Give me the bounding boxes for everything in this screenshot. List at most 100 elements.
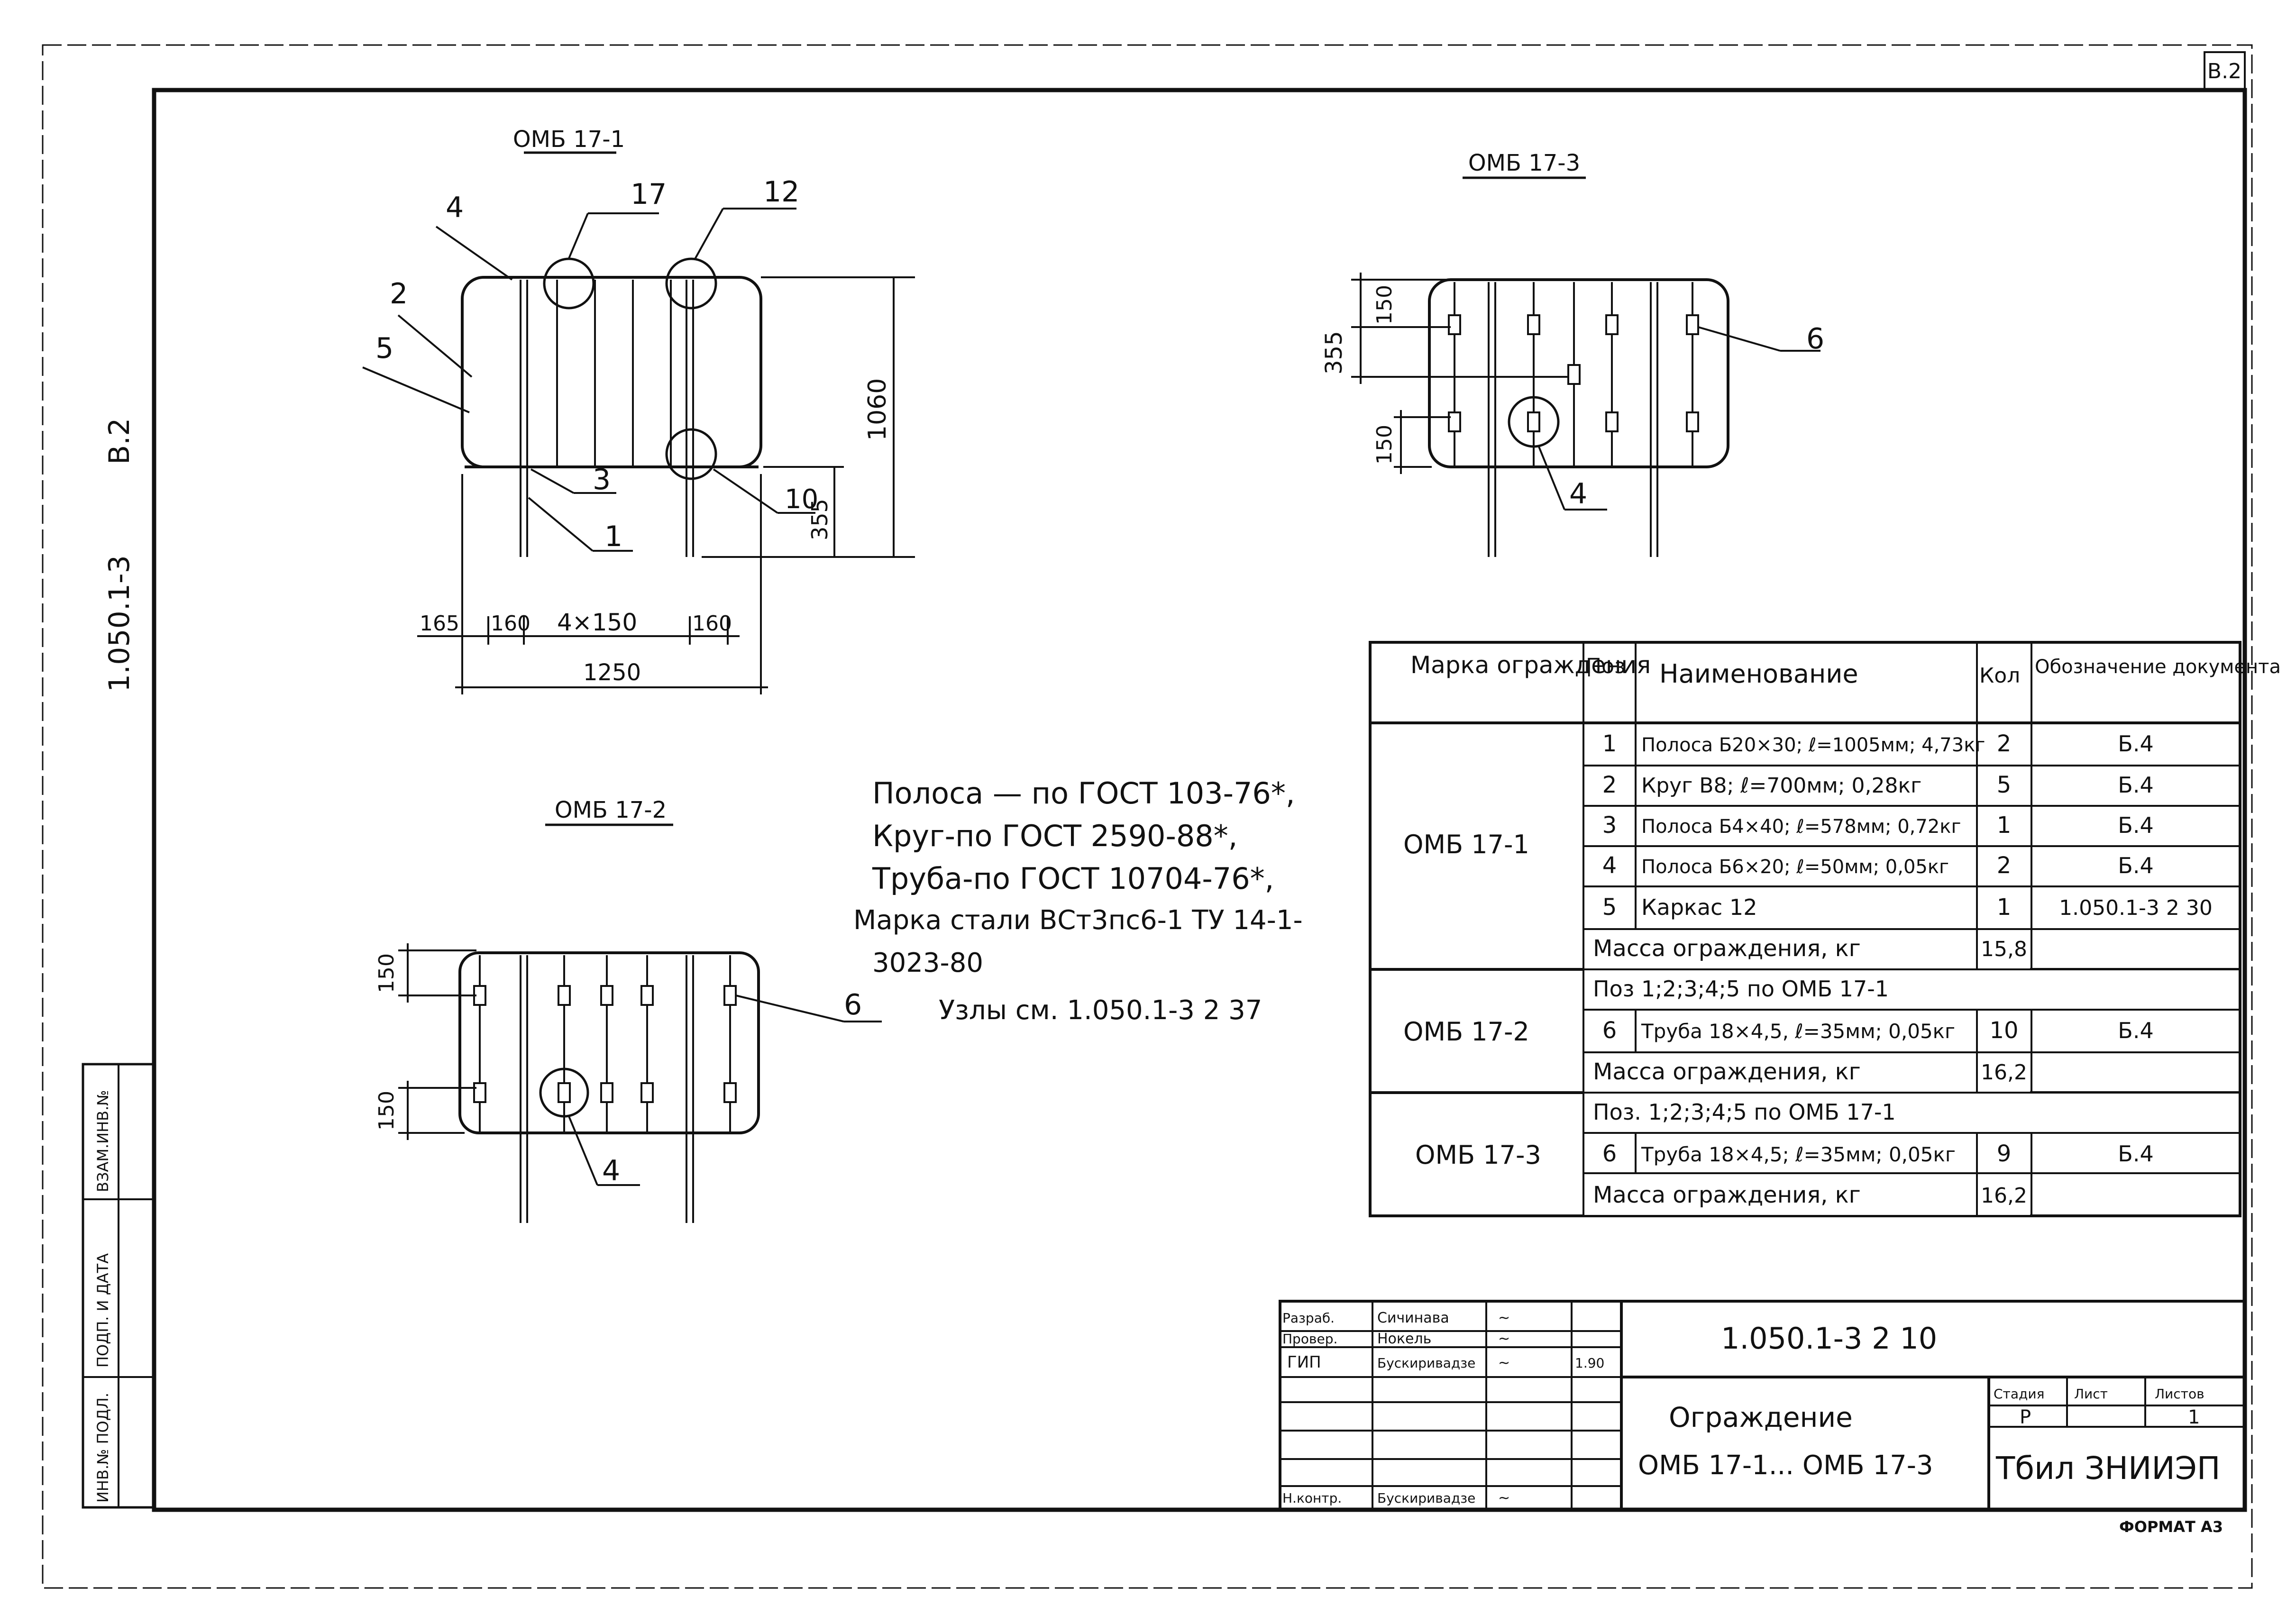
view1-dim-160b: 160 <box>692 611 732 636</box>
tb-name: Бускиривадзе <box>1377 1490 1475 1506</box>
table-header-qty: Кол <box>1979 664 2020 688</box>
table-header-doc: Обозначение документа <box>2035 656 2281 678</box>
table-row-qty: 9 <box>1997 1140 2012 1167</box>
side-stamp-sign-date: ПОДП. И ДАТА <box>94 1253 112 1368</box>
view1-title: ОМБ 17-1 <box>513 126 625 153</box>
view1-dim-165: 165 <box>420 611 459 636</box>
table-row-qty: 5 <box>1997 772 2012 798</box>
view-omb-17-2: ОМБ 17-2 <box>375 797 882 1223</box>
view1-pos-10: 10 <box>785 484 818 515</box>
tb-role: Н.контр. <box>1282 1490 1342 1506</box>
table-row-doc: Б.4 <box>2118 1141 2153 1167</box>
table-mark-omb17-3: ОМБ 17-3 <box>1415 1140 1541 1170</box>
tb-sheets-header: Листов <box>2155 1386 2205 1402</box>
table-header-name: Наименование <box>1659 659 1858 689</box>
tb-sign: ~ <box>1498 1490 1510 1506</box>
view1-dim-160a: 160 <box>491 611 531 636</box>
view3-pos-4: 4 <box>1569 477 1587 511</box>
table-row-qty: 10 <box>1989 1017 2018 1044</box>
note-line-5: 3023-80 <box>872 948 983 978</box>
table-row-qty: 2 <box>1997 852 2012 879</box>
tb-date: 1.90 <box>1575 1355 1604 1371</box>
view1-pos-12: 12 <box>763 175 799 209</box>
view1-pos-4: 4 <box>446 191 464 224</box>
view3-pos-6: 6 <box>1806 322 1824 356</box>
table-mass-label: Масса ограждения, кг <box>1593 935 1861 962</box>
specification-table: Марка ограждения Поз Наименование Кол Об… <box>1369 641 2281 1217</box>
tb-format: ФОРМАТ А3 <box>2119 1518 2223 1536</box>
tb-organization: Тбил ЗНИИЭП <box>1995 1450 2220 1487</box>
table-row-name: Труба 18×4,5; ℓ=35мм; 0,05кг <box>1641 1143 1956 1166</box>
table-row-name: Полоса Б20×30; ℓ=1005мм; 4,73кг <box>1641 734 1985 756</box>
tb-stage-value: Р <box>2020 1406 2031 1428</box>
material-notes: Полоса — по ГОСТ 103-76*, Круг-по ГОСТ 2… <box>853 776 1303 1026</box>
table-row-pos: 6 <box>1602 1140 1617 1167</box>
view2-panel-outline <box>458 951 760 1134</box>
side-corner-mark: В.2 <box>103 418 136 465</box>
table-row-name: Круг В8; ℓ=700мм; 0,28кг <box>1641 774 1921 798</box>
view3-node-4-circle <box>1508 396 1560 448</box>
note-line-1: Полоса — по ГОСТ 103-76*, <box>872 776 1295 811</box>
tb-name: Нокель <box>1377 1331 1431 1347</box>
table-row-doc: Б.4 <box>2118 731 2153 757</box>
view3-panel-outline <box>1428 278 1729 468</box>
side-document-code: 1.050.1-3 <box>103 555 136 692</box>
view3-dim-150-bottom: 150 <box>1372 425 1397 465</box>
table-row-pos: 2 <box>1602 772 1617 798</box>
note-line-4: Марка стали ВСт3пс6-1 ТУ 14-1- <box>853 905 1303 936</box>
view-omb-17-3: ОМБ 17-3 <box>1321 150 1824 557</box>
table-mark-omb17-2: ОМБ 17-2 <box>1403 1017 1529 1047</box>
note-line-2: Круг-по ГОСТ 2590-88*, <box>872 819 1237 853</box>
table-row-name: Каркас 12 <box>1641 894 1757 920</box>
table-mass-value: 16,2 <box>1981 1184 2027 1208</box>
table-row-doc: Б.4 <box>2118 812 2153 838</box>
table-ref-row: Поз 1;2;3;4;5 по ОМБ 17-1 <box>1593 976 1889 1002</box>
tb-sign: ~ <box>1498 1331 1510 1347</box>
view1-pos-3: 3 <box>593 463 611 496</box>
tb-role: Провер. <box>1282 1331 1337 1347</box>
table-row-pos: 5 <box>1602 894 1617 921</box>
tb-title-line-2: ОМБ 17-1... ОМБ 17-3 <box>1638 1450 1933 1481</box>
view2-node-4-circle <box>539 1067 589 1118</box>
view1-node-17-circle <box>543 257 595 310</box>
corner-mark: В.2 <box>2207 59 2241 83</box>
note-line-6: Узлы см. 1.050.1-3 2 37 <box>939 995 1262 1026</box>
tb-role: Разраб. <box>1282 1310 1335 1326</box>
table-mass-value: 16,2 <box>1981 1060 2027 1085</box>
tb-name: Бускиривадзе <box>1377 1355 1475 1371</box>
side-stamp-inv-no: ИНВ.№ ПОДЛ. <box>94 1393 112 1503</box>
table-row-name: Труба 18×4,5, ℓ=35мм; 0,05кг <box>1641 1020 1955 1043</box>
tb-name: Сичинава <box>1377 1310 1449 1326</box>
tb-sheets-value: 1 <box>2188 1406 2200 1428</box>
view2-dim-bottom: 150 <box>375 1091 399 1131</box>
view1-pos-17: 17 <box>631 178 667 211</box>
sheet-trim <box>42 44 2253 1589</box>
view1-dim-drop: 355 <box>807 499 832 540</box>
tb-sheet-header: Лист <box>2074 1386 2108 1402</box>
view2-pos-4: 4 <box>602 1154 620 1187</box>
view2-title: ОМБ 17-2 <box>555 797 667 823</box>
view1-pos-2: 2 <box>390 277 408 310</box>
tb-role: ГИП <box>1287 1353 1321 1372</box>
tb-title-line-1: Ограждение <box>1669 1401 1853 1433</box>
view1-node-10-circle <box>665 428 717 480</box>
title-block: Разраб. Сичинава ~ Провер. Нокель ~ ГИП … <box>1279 1300 2246 1536</box>
table-mass-value: 15,8 <box>1981 937 2027 961</box>
sheet-corner-box <box>2204 51 2246 91</box>
view3-dim-150-top: 150 <box>1372 285 1397 325</box>
view2-pos-6: 6 <box>844 988 862 1022</box>
table-row-doc: Б.4 <box>2118 772 2153 798</box>
view2-dim-top: 150 <box>375 953 399 993</box>
table-mass-label: Масса ограждения, кг <box>1593 1182 1861 1208</box>
table-row-doc: 1.050.1-3 2 30 <box>2059 896 2213 920</box>
view1-dim-4x150: 4×150 <box>557 609 637 636</box>
table-row-qty: 2 <box>1997 730 2012 757</box>
tb-sign: ~ <box>1498 1310 1510 1326</box>
table-row-pos: 1 <box>1602 730 1617 757</box>
table-row-name: Полоса Б6×20; ℓ=50мм; 0,05кг <box>1641 856 1949 878</box>
tb-sign: ~ <box>1498 1355 1510 1371</box>
table-row-name: Полоса Б4×40; ℓ=578мм; 0,72кг <box>1641 816 1961 838</box>
table-row-pos: 6 <box>1602 1017 1617 1044</box>
view1-node-12-circle <box>665 257 717 310</box>
